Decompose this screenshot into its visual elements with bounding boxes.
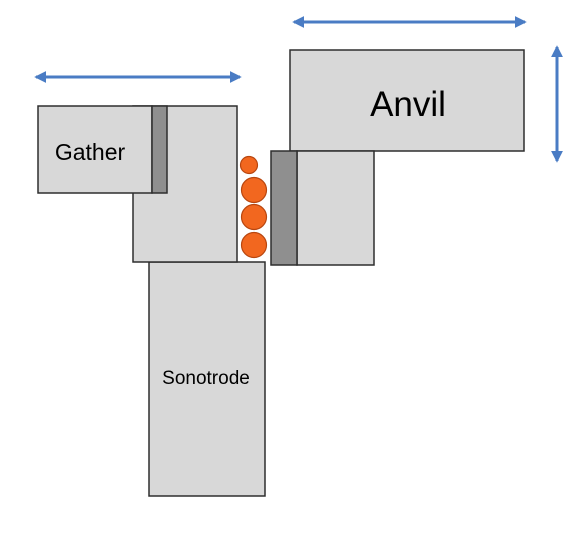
anvil-label: Anvil bbox=[370, 85, 446, 124]
anvil-insert bbox=[270, 150, 298, 266]
wire-bundle bbox=[239, 155, 268, 259]
gather-block bbox=[37, 105, 153, 194]
wire-circle bbox=[240, 231, 268, 259]
sonotrode-label: Sonotrode bbox=[162, 368, 250, 389]
gather-label: Gather bbox=[55, 139, 126, 165]
sonotrode-block bbox=[148, 261, 266, 497]
anvil-block bbox=[289, 49, 525, 152]
wire-circle bbox=[240, 176, 268, 204]
gather-insert bbox=[151, 105, 168, 194]
wire-circle bbox=[240, 203, 268, 231]
anvil-extension-block bbox=[296, 150, 375, 266]
wire-circle bbox=[239, 155, 259, 175]
